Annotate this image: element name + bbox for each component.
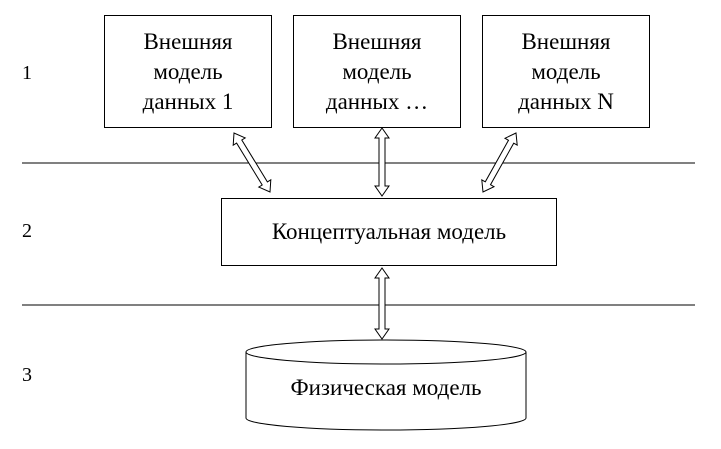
external-model-box-2: Внешняя модель данных … [293,15,461,128]
conceptual-model-box: Концептуальная модель [221,198,557,266]
external-model-n-line-2: модель [531,58,601,84]
arrow-conceptual-physical [374,267,390,340]
level-number-2: 2 [22,220,32,242]
conceptual-model-label: Концептуальная модель [271,219,507,244]
external-model-box-1: Внешняя модель данных 1 [104,15,272,128]
external-model-2-line-3: данных … [325,88,429,114]
arrow-external-2-conceptual [374,127,390,197]
external-model-1-line-3: данных 1 [142,88,234,114]
external-model-1-line-2: модель [153,58,223,84]
external-model-n-line-1: Внешняя [521,28,611,54]
physical-model-label: Физическая модель [290,375,482,400]
physical-model-cylinder [245,339,527,431]
arrow-external-1-conceptual [232,132,272,193]
external-model-n-line-3: данных N [518,88,614,114]
arrow-external-n-conceptual [481,132,518,193]
external-model-1-line-1: Внешняя [143,28,233,54]
external-model-box-n: Внешняя модель данных N [482,15,650,128]
level-number-3: 3 [22,364,32,386]
level-number-1: 1 [22,62,32,84]
external-model-2-line-1: Внешняя [332,28,422,54]
external-model-2-line-2: модель [342,58,412,84]
